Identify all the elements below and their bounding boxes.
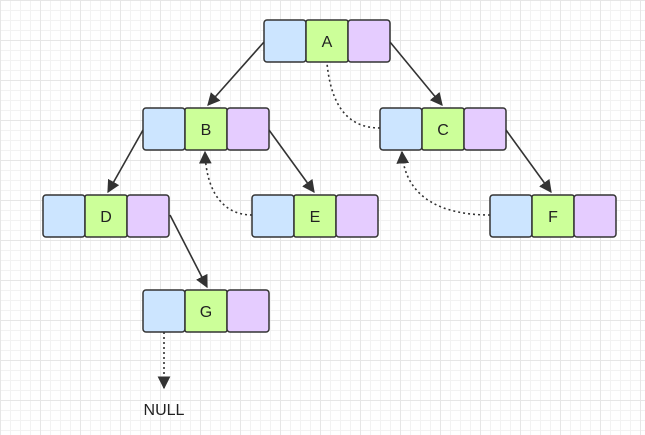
child-edge-b-to-d [107, 129, 144, 194]
node-a: A [263, 19, 391, 63]
node-b-right-pointer-cell [226, 107, 270, 151]
node-c-label: C [437, 122, 449, 139]
null-label: NULL [144, 402, 185, 419]
node-c-right-pointer-cell [463, 107, 507, 151]
node-a-left-pointer-cell [263, 19, 307, 63]
node-c: C [379, 107, 507, 151]
node-a-label: A [322, 34, 333, 51]
node-e-label: E [310, 209, 321, 226]
child-edge-a-to-b [207, 41, 265, 106]
node-b-left-pointer-cell [142, 107, 186, 151]
node-e-right-pointer-cell [335, 194, 379, 238]
thread-edge-e-to-b [198, 150, 253, 216]
node-f-label: F [548, 209, 558, 226]
thread-edge-f-to-c [396, 150, 491, 216]
child-edge-a-to-c [389, 41, 443, 106]
node-c-left-pointer-cell [379, 107, 423, 151]
child-edge-b-to-e [268, 129, 315, 194]
node-g-right-pointer-cell [226, 289, 270, 333]
node-g-left-pointer-cell [142, 289, 186, 333]
node-b: B [142, 107, 270, 151]
child-edge-d-to-g [169, 214, 208, 289]
node-a-right-pointer-cell [347, 19, 391, 63]
thread-edge-c-to-a [319, 43, 381, 129]
node-f-right-pointer-cell [573, 194, 617, 238]
node-d-label: D [100, 209, 112, 226]
child-edge-c-to-f [505, 129, 552, 194]
node-g-label: G [200, 304, 212, 321]
edges-layer [107, 41, 552, 390]
node-e: E [251, 194, 379, 238]
node-f-left-pointer-cell [489, 194, 533, 238]
node-d-left-pointer-cell [42, 194, 86, 238]
node-g: G [142, 289, 270, 333]
node-f: F [489, 194, 617, 238]
node-d: D [42, 194, 170, 238]
node-e-left-pointer-cell [251, 194, 295, 238]
node-b-label: B [201, 122, 212, 139]
node-d-right-pointer-cell [126, 194, 170, 238]
